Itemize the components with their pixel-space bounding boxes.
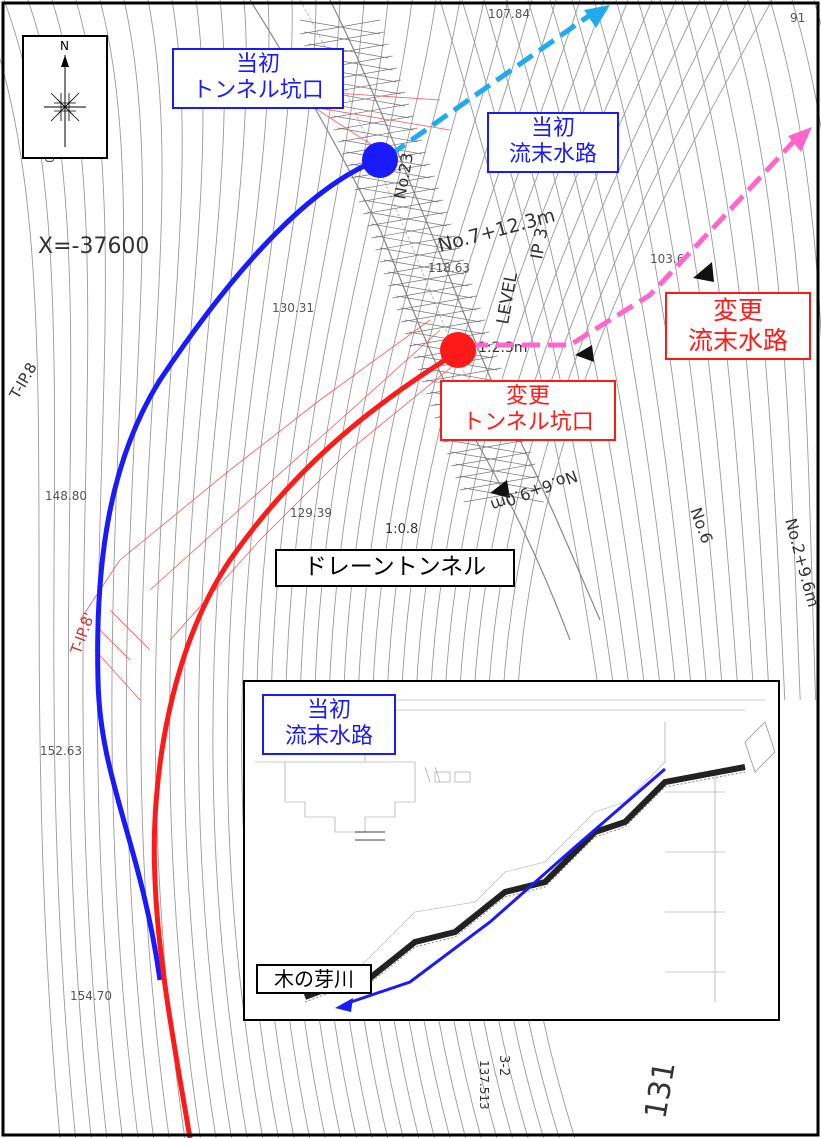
initial-tunnel-line bbox=[95, 157, 379, 981]
inset-outlet-line bbox=[344, 767, 666, 1006]
elev-107: 107.84 bbox=[488, 7, 530, 21]
elev-152: 152.63 bbox=[40, 744, 82, 758]
inset-initial-outlet-label: 当初 流末水路 bbox=[262, 694, 396, 755]
num-137: 137.513 bbox=[477, 1060, 491, 1110]
inset-initial-outlet-line2: 流末水路 bbox=[284, 724, 373, 750]
river-label: 木の芽川 bbox=[256, 964, 372, 994]
inset-outlet-arrowhead bbox=[335, 998, 353, 1012]
initial-portal-label: 当初 トンネル坑口 bbox=[172, 48, 344, 109]
elev-130: 130.31 bbox=[272, 301, 314, 315]
changed-portal-label: 変更 トンネル坑口 bbox=[440, 380, 616, 441]
coordinate-label: X=-37600 bbox=[38, 234, 149, 259]
changed-outlet-label: 変更 流末水路 bbox=[665, 292, 811, 360]
initial-outlet-line1: 当初 bbox=[530, 116, 575, 141]
changed-outlet-arrow bbox=[470, 138, 797, 348]
initial-portal-line1: 当初 bbox=[235, 52, 280, 77]
elev-118: 118.63 bbox=[428, 261, 470, 275]
portal-station-label: 1:2.3m bbox=[478, 340, 528, 356]
north-label: N bbox=[60, 39, 69, 53]
changed-tunnel-line bbox=[151, 349, 460, 1138]
elev-154: 154.70 bbox=[70, 989, 112, 1003]
changed-portal-marker bbox=[440, 332, 476, 368]
elev-148: 148.80 bbox=[45, 489, 87, 503]
compass-rose-icon bbox=[44, 55, 86, 147]
changed-portal-line1: 変更 bbox=[505, 384, 550, 409]
slope-label: 1:0.8 bbox=[385, 522, 418, 537]
changed-outlet-line1: 変更 bbox=[712, 296, 763, 325]
drain-tunnel-label: ドレーントンネル bbox=[275, 549, 515, 587]
initial-portal-line2: トンネル坑口 bbox=[192, 78, 324, 104]
inset-initial-outlet-line1: 当初 bbox=[306, 698, 351, 723]
initial-outlet-arrow bbox=[388, 12, 592, 158]
initial-outlet-arrowhead bbox=[584, 5, 610, 28]
initial-outlet-line2: 流末水路 bbox=[508, 142, 597, 168]
changed-portal-line2: トンネル坑口 bbox=[462, 410, 594, 436]
changed-outlet-arrowhead bbox=[788, 127, 812, 152]
compass: N bbox=[22, 35, 108, 159]
elev-103: 103.6 bbox=[650, 252, 684, 266]
elev-129: 129.39 bbox=[290, 506, 332, 520]
initial-portal-marker bbox=[362, 142, 398, 178]
black-triangle-markers bbox=[490, 262, 714, 498]
num-3-2: 3-2 bbox=[496, 1055, 511, 1076]
initial-outlet-label: 当初 流末水路 bbox=[487, 112, 619, 173]
changed-outlet-line2: 流末水路 bbox=[687, 326, 788, 355]
red-construction-lines bbox=[79, 89, 461, 701]
elev-91: 91 bbox=[790, 11, 805, 25]
